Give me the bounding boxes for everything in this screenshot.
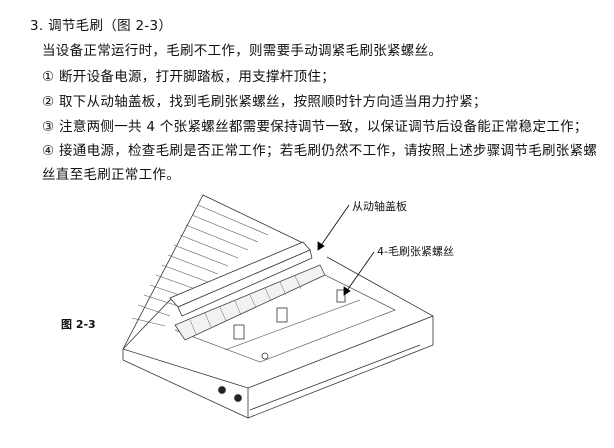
figure-caption: 图 2-3 (61, 318, 96, 331)
callout-driven-shaft-cover: 从动轴盖板 (352, 200, 407, 213)
step-3: ③ 注意两侧一共 4 个张紧螺丝都需要保持调节一致，以保证调节后设备能正常稳定工… (42, 119, 588, 135)
step-4: ④ 接通电源，检查毛刷是否正常工作；若毛刷仍然不工作，请按照上述步骤调节毛刷张紧… (42, 143, 598, 159)
intro-text: 当设备正常运行时，毛刷不工作，则需要手动调紧毛刷张紧螺丝。 (42, 43, 443, 59)
step-1: ① 断开设备电源，打开脚踏板，用支撑杆顶住； (42, 69, 335, 85)
step-2: ② 取下从动轴盖板，找到毛刷张紧螺丝，按照顺时针方向适当用力拧紧； (42, 94, 487, 110)
callout-brush-tension-screw: 4-毛刷张紧螺丝 (377, 245, 454, 258)
step-4-continued: 丝直至毛刷正常工作。 (42, 167, 180, 183)
section-heading: 3. 调节毛刷（图 2-3） (30, 18, 173, 34)
